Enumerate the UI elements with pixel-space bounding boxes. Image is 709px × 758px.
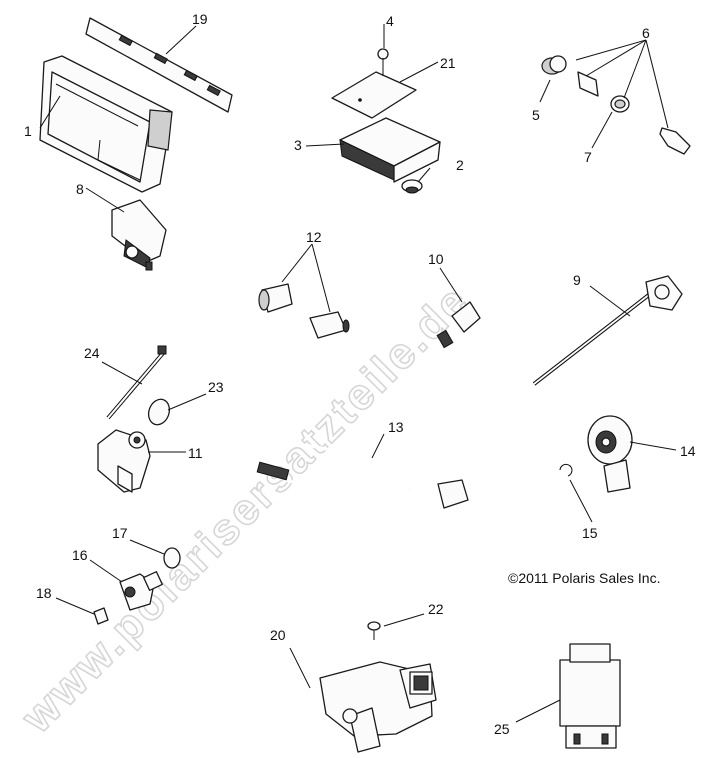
callout-24: 24 (84, 345, 100, 361)
part-4-screw (377, 48, 389, 76)
callout-23: 23 (208, 379, 224, 395)
part-15-clip (559, 463, 573, 477)
part-12-sleeves (258, 283, 350, 339)
part-17-washer (163, 547, 181, 569)
callout-25: 25 (494, 721, 510, 737)
part-1-ecu (39, 55, 173, 193)
leader-lines (39, 24, 677, 723)
part-14-knock-sensor (587, 415, 633, 493)
part-16-sensor (119, 571, 163, 611)
part-8-map-sensor (111, 199, 167, 271)
callout-17: 17 (112, 525, 128, 541)
callout-9: 9 (573, 272, 581, 288)
part-22-screw (367, 621, 381, 640)
callout-3: 3 (294, 137, 302, 153)
callout-7: 7 (584, 149, 592, 165)
part-19-bracket (85, 17, 233, 113)
callout-19: 19 (192, 11, 208, 27)
callout-16: 16 (72, 547, 88, 563)
callout-15: 15 (582, 525, 598, 541)
part-3-module (339, 117, 441, 183)
part-7-grommet (610, 95, 630, 113)
part-6-sensor (659, 127, 691, 155)
part-18-bolt (93, 607, 109, 625)
part-13-harness (256, 443, 469, 513)
part-6-clip (577, 71, 599, 97)
part-23-o-ring (147, 398, 171, 426)
copyright-notice: ©2011 Polaris Sales Inc. (508, 570, 660, 586)
callout-4: 4 (386, 13, 394, 29)
part-21-cover (331, 71, 417, 119)
callout-11: 11 (188, 445, 203, 461)
callout-5: 5 (532, 107, 540, 123)
part-2-grommet (401, 179, 423, 194)
part-10-temp-sensor (436, 301, 481, 349)
part-11-tps-sensor (97, 429, 151, 493)
part-25-relay (559, 643, 621, 749)
callout-20: 20 (270, 627, 286, 643)
part-5-sensor (541, 55, 567, 75)
callout-18: 18 (36, 585, 52, 601)
part-24-cable-tie (106, 345, 167, 420)
callout-6: 6 (642, 25, 650, 41)
callout-12: 12 (306, 229, 322, 245)
callout-14: 14 (680, 443, 696, 459)
callout-21: 21 (440, 55, 456, 71)
callout-10: 10 (428, 251, 444, 267)
part-9-probe-sensor (532, 275, 683, 386)
callout-22: 22 (428, 601, 444, 617)
callout-1: 1 (24, 123, 32, 139)
callout-13: 13 (388, 419, 404, 435)
callout-8: 8 (76, 181, 84, 197)
callout-2: 2 (456, 157, 464, 173)
part-20-valve (297, 661, 437, 753)
